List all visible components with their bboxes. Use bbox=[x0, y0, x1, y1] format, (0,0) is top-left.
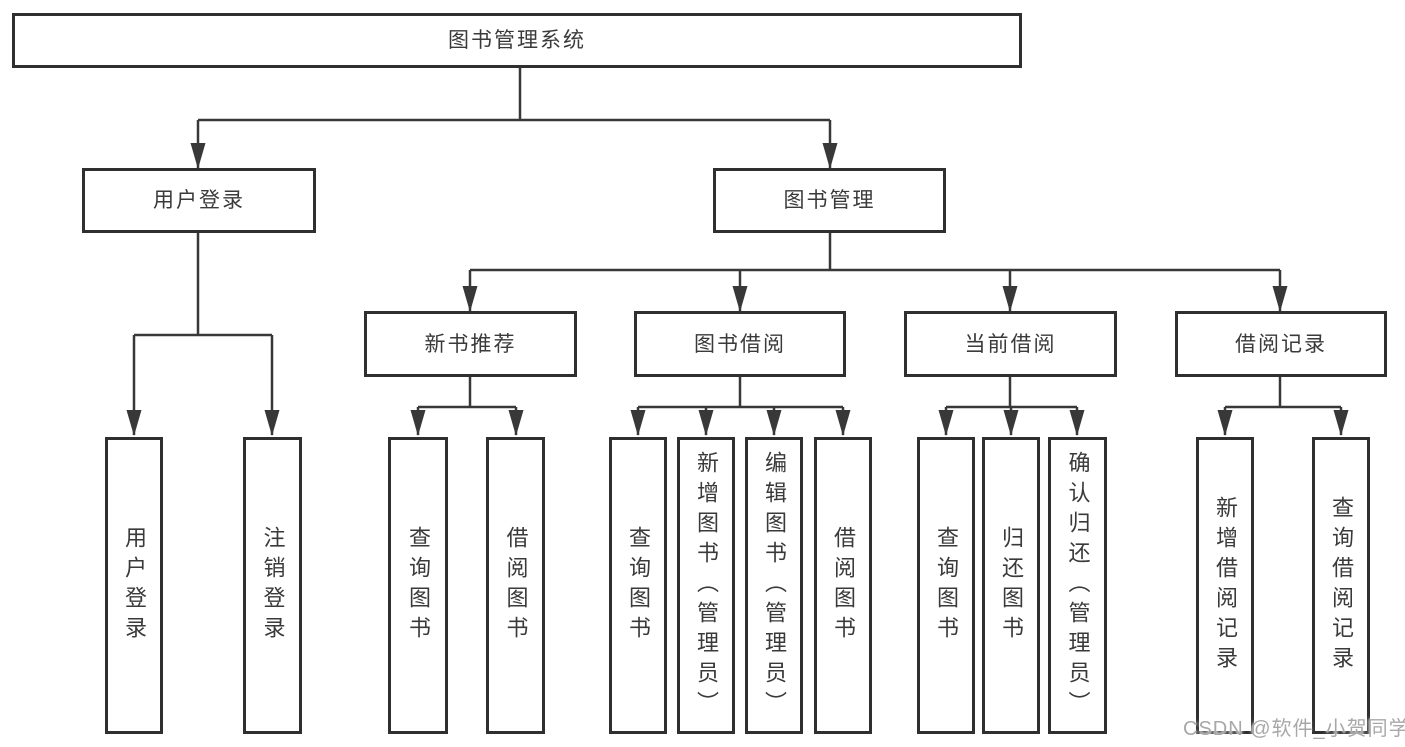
leaf-user-login: 用户登录 bbox=[105, 437, 163, 734]
node-label: 图书管理系统 bbox=[448, 29, 586, 52]
node-label: 当前借阅 bbox=[964, 332, 1057, 356]
leaf-br-query-record: 查询借阅记录 bbox=[1312, 437, 1370, 734]
node-book-borrow: 图书借阅 bbox=[634, 311, 846, 377]
node-user-login: 用户登录 bbox=[82, 168, 316, 233]
leaf-label: 查询图书 bbox=[406, 525, 431, 646]
leaf-label: 确认归还（管理员） bbox=[1065, 450, 1091, 721]
leaf-label: 借阅图书 bbox=[831, 525, 856, 646]
leaf-label: 用户登录 bbox=[122, 525, 147, 646]
leaf-cb-confirm-return-admin: 确认归还（管理员） bbox=[1048, 437, 1107, 734]
leaf-bb-add-book-admin: 新增图书（管理员） bbox=[677, 437, 735, 734]
leaf-nbr-query-book: 查询图书 bbox=[388, 437, 448, 734]
leaf-cb-query-book: 查询图书 bbox=[917, 437, 975, 734]
leaf-label: 新增借阅记录 bbox=[1213, 495, 1238, 676]
leaf-label: 编辑图书（管理员） bbox=[762, 450, 787, 721]
leaf-bb-edit-book-admin: 编辑图书（管理员） bbox=[745, 437, 803, 734]
node-label: 图书借阅 bbox=[694, 332, 786, 356]
leaf-label: 新增图书（管理员） bbox=[694, 450, 719, 721]
node-new-book-recommend: 新书推荐 bbox=[364, 311, 577, 377]
leaf-label: 借阅图书 bbox=[503, 525, 529, 646]
node-library-management-system: 图书管理系统 bbox=[12, 13, 1022, 68]
leaf-nbr-borrow-book: 借阅图书 bbox=[486, 437, 545, 734]
leaf-label: 归还图书 bbox=[999, 525, 1024, 646]
node-label: 用户登录 bbox=[153, 189, 245, 212]
node-label: 图书管理 bbox=[783, 189, 876, 212]
leaf-logout: 注销登录 bbox=[243, 437, 302, 734]
leaf-label: 注销登录 bbox=[260, 525, 286, 646]
node-label: 新书推荐 bbox=[424, 332, 517, 356]
leaf-bb-query-book: 查询图书 bbox=[609, 437, 667, 734]
node-borrow-records: 借阅记录 bbox=[1175, 311, 1387, 377]
node-current-borrow: 当前借阅 bbox=[904, 311, 1117, 377]
node-label: 借阅记录 bbox=[1235, 332, 1327, 356]
leaf-cb-return-book: 归还图书 bbox=[982, 437, 1040, 734]
leaf-label: 查询图书 bbox=[626, 525, 651, 646]
leaf-label: 查询借阅记录 bbox=[1329, 495, 1354, 676]
leaf-br-add-record: 新增借阅记录 bbox=[1196, 437, 1254, 734]
leaf-bb-borrow-book: 借阅图书 bbox=[814, 437, 872, 734]
watermark-csdn: CSDN @软件_小贺同学 bbox=[1183, 718, 1405, 740]
node-book-management: 图书管理 bbox=[713, 168, 946, 233]
leaf-label: 查询图书 bbox=[934, 525, 959, 646]
